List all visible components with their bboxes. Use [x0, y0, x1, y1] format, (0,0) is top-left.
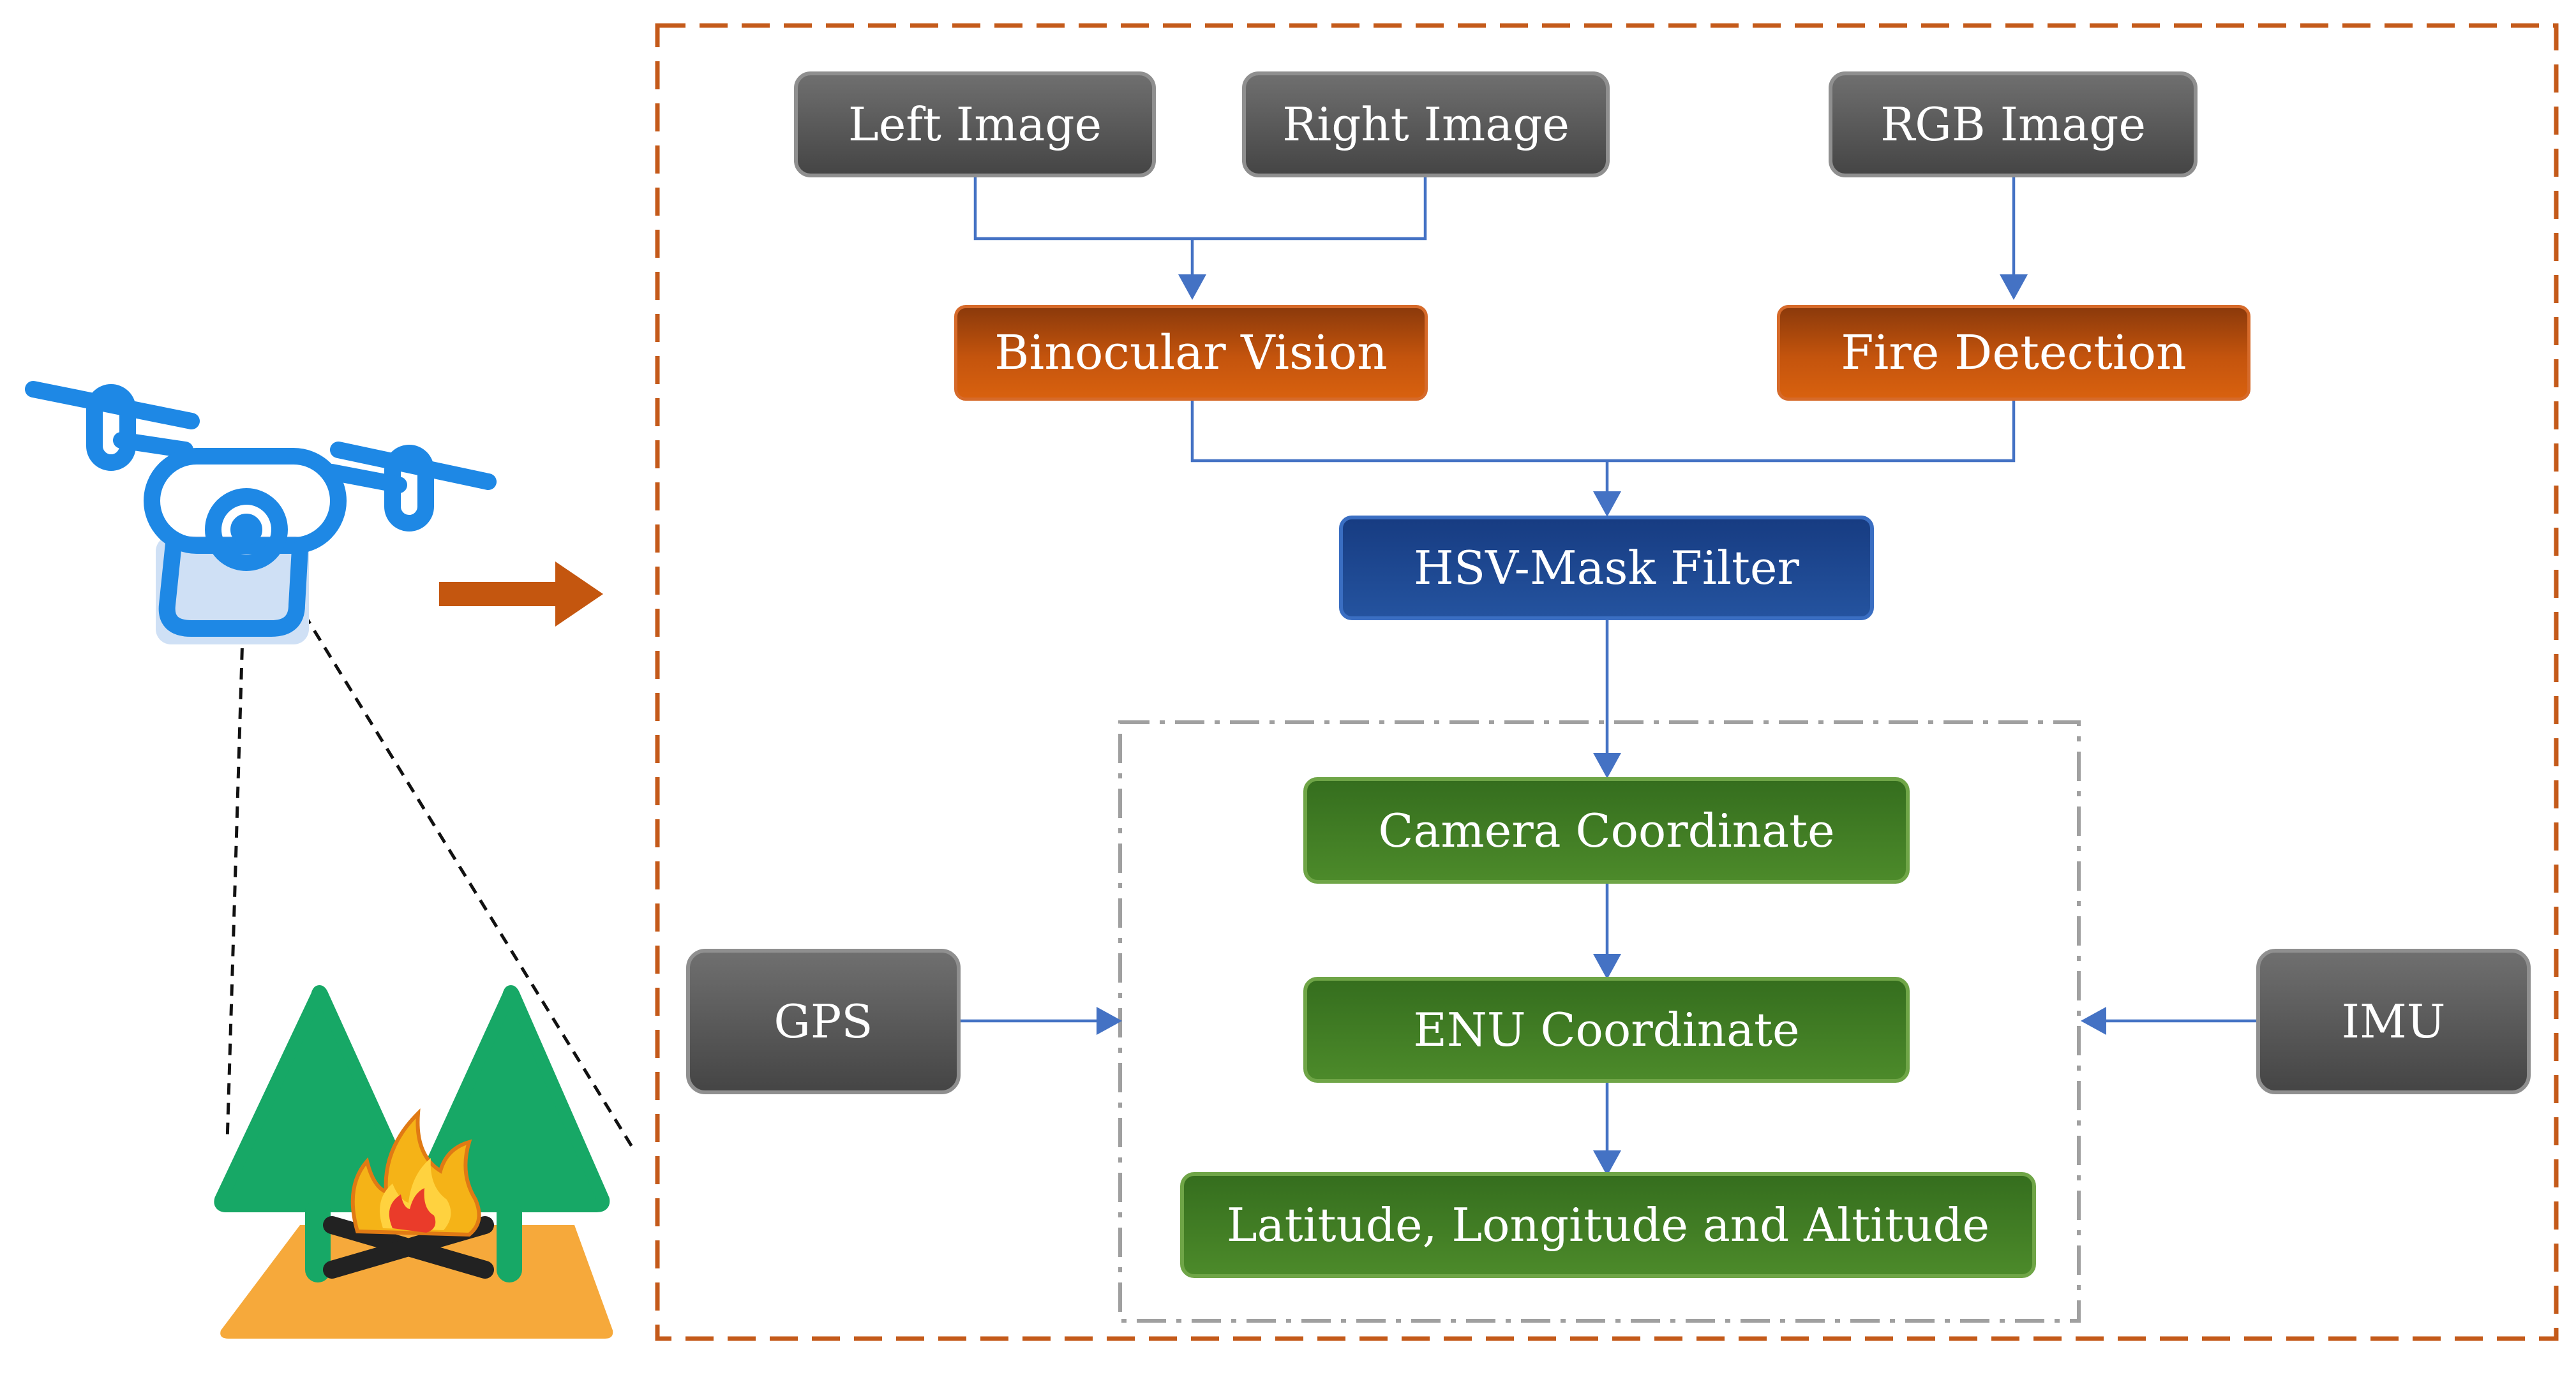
- arrowhead-lla: [1593, 1150, 1621, 1176]
- fire-detection-box: Fire Detection: [1777, 305, 2250, 401]
- lat-lon-alt-box: Latitude, Longitude and Altitude: [1180, 1172, 2036, 1278]
- camera-coordinate-box: Camera Coordinate: [1303, 777, 1910, 884]
- forest-fire-icon: [214, 985, 613, 1339]
- imu-box: IMU: [2256, 949, 2531, 1094]
- rgb-image-label: RGB Image: [1880, 98, 2146, 151]
- arrowhead-camera: [1593, 753, 1621, 778]
- gps-label: GPS: [774, 995, 873, 1048]
- arrowhead-gps: [1097, 1007, 1122, 1035]
- connector-fire: [1607, 401, 2016, 463]
- hsv-mask-filter-label: HSV-Mask Filter: [1414, 541, 1799, 595]
- arrowhead-fire: [2000, 274, 2028, 300]
- right-image-box: Right Image: [1242, 71, 1610, 177]
- arrowhead-binocular: [1178, 274, 1206, 300]
- enu-coordinate-label: ENU Coordinate: [1413, 1003, 1800, 1057]
- lat-lon-alt-label: Latitude, Longitude and Altitude: [1226, 1198, 1990, 1252]
- fire-detection-label: Fire Detection: [1841, 325, 2187, 380]
- arrowhead-imu: [2081, 1007, 2106, 1035]
- drone-icon: [25, 381, 497, 644]
- binocular-vision-box: Binocular Vision: [954, 305, 1428, 401]
- connector-left-image: [973, 177, 1192, 241]
- hsv-mask-filter-box: HSV-Mask Filter: [1339, 516, 1874, 620]
- left-image-label: Left Image: [848, 98, 1102, 151]
- imu-label: IMU: [2341, 995, 2446, 1048]
- right-image-label: Right Image: [1282, 98, 1569, 151]
- connector-right-image: [1192, 177, 1427, 241]
- arrowhead-enu: [1593, 954, 1621, 979]
- pipeline-frame: [655, 23, 2559, 1341]
- enu-coordinate-box: ENU Coordinate: [1303, 977, 1910, 1083]
- connector-binocular: [1190, 401, 1607, 463]
- arrowhead-hsv: [1593, 491, 1621, 517]
- camera-coordinate-label: Camera Coordinate: [1378, 803, 1835, 858]
- left-image-box: Left Image: [794, 71, 1156, 177]
- binocular-vision-label: Binocular Vision: [994, 325, 1388, 380]
- rgb-image-box: RGB Image: [1829, 71, 2198, 177]
- right-arrow-icon: [439, 561, 603, 627]
- gps-box: GPS: [686, 949, 961, 1094]
